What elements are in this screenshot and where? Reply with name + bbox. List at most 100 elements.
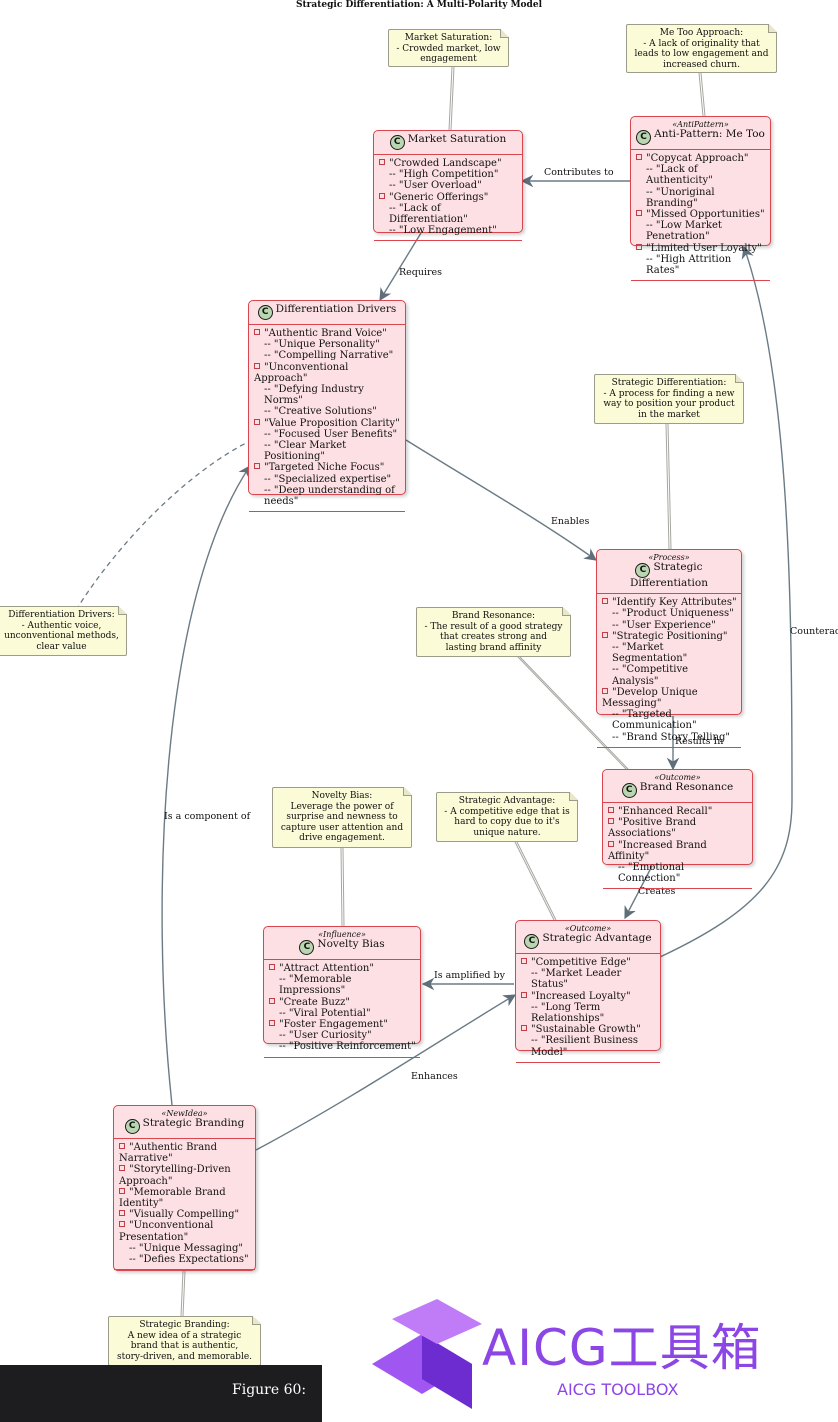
attribute-text: "Targeted Niche Focus" xyxy=(264,462,385,474)
class-name: Novelty Bias xyxy=(317,938,385,950)
class-attribute: "Authentic Brand Narrative" xyxy=(119,1142,251,1164)
attribute-bullet-icon xyxy=(608,840,614,847)
class-c-icon: C xyxy=(389,135,405,150)
attribute-text: "Positive Brand Associations" xyxy=(608,817,697,840)
attribute-text: "Unconventional Approach" xyxy=(254,361,349,384)
class-attribute: "Generic Offerings" xyxy=(379,192,518,203)
attribute-text: "Authentic Brand Voice" xyxy=(264,328,387,339)
aicg-logo-icon xyxy=(372,1299,482,1409)
class-footer xyxy=(603,888,752,894)
class-attribute: "Value Proposition Clarity" xyxy=(254,418,401,429)
class-attribute: -- "Defying Industry Norms" xyxy=(254,384,401,406)
class-attribute: -- "High Competition" xyxy=(379,169,518,180)
note-link-strategic-advantage xyxy=(514,841,557,921)
class-footer xyxy=(597,746,741,753)
attribute-text: "Increased Loyalty" xyxy=(531,990,631,1002)
class-name: Anti-Pattern: Me Too xyxy=(654,128,765,140)
class-body: "Enhanced Recall""Positive Brand Associa… xyxy=(603,803,752,888)
class-attribute: -- "Deep understanding of needs" xyxy=(254,485,401,507)
attribute-text: -- "Competitive Analysis" xyxy=(612,664,689,687)
class-stereotype: «Outcome» xyxy=(654,773,701,782)
attribute-text: -- "Resilient Business Model" xyxy=(531,1035,639,1058)
watermark-main-text: AICG工具箱 xyxy=(482,1319,762,1377)
class-attribute: "Unconventional Presentation" xyxy=(119,1220,251,1243)
attribute-text: "Limited User Loyalty" xyxy=(646,242,762,254)
attribute-bullet-icon xyxy=(119,1210,125,1217)
class-body: "Attract Attention"-- "Memorable Impress… xyxy=(264,960,420,1057)
attribute-bullet-icon xyxy=(636,210,642,217)
attribute-text: "Sustainable Growth" xyxy=(531,1024,641,1036)
class-attribute: -- "Unique Messaging" xyxy=(119,1243,251,1254)
class-footer xyxy=(516,1061,660,1068)
class-attribute: -- "Clear Market Positioning" xyxy=(254,440,401,462)
attribute-text: "Generic Offerings" xyxy=(389,191,489,203)
attribute-text: -- "Specialized expertise" xyxy=(264,473,392,485)
attribute-bullet-icon xyxy=(608,807,614,813)
edge-is-a-component-of xyxy=(161,464,251,1106)
watermark-logo: AICG工具箱 AICG TOOLBOX xyxy=(322,1284,838,1422)
attribute-bullet-icon xyxy=(608,818,614,825)
class-attribute: -- "Long Term Relationships" xyxy=(521,1002,656,1024)
attribute-text: "Storytelling-Driven Approach" xyxy=(119,1164,231,1187)
note-link-me-too xyxy=(698,72,706,117)
class-attribute: -- "Specialized expertise" xyxy=(254,474,401,485)
class-attribute: "Create Buzz" xyxy=(269,997,416,1008)
class-attribute: -- "User Overload" xyxy=(379,180,518,191)
class-name: Strategic Differentiation xyxy=(630,561,708,589)
attribute-text: -- "Market Leader Status" xyxy=(531,968,622,991)
attribute-text: "Unconventional Presentation" xyxy=(119,1220,214,1243)
class-attribute: -- "Creative Solutions" xyxy=(254,406,401,417)
class-footer xyxy=(631,280,770,286)
class-body: "Authentic Brand Voice"-- "Unique Person… xyxy=(249,325,405,511)
class-attribute: -- "Competitive Analysis" xyxy=(602,664,737,686)
attribute-bullet-icon xyxy=(602,631,608,638)
attribute-text: "Copycat Approach" xyxy=(646,153,749,164)
edge-enhances xyxy=(255,994,517,1151)
class-attribute: -- "Emotional Connection" xyxy=(608,862,748,884)
class-attribute: "Targeted Niche Focus" xyxy=(254,462,401,473)
attribute-bullet-icon xyxy=(636,243,642,250)
label-enables: Enables xyxy=(551,516,590,527)
attribute-text: "Strategic Positioning" xyxy=(612,630,728,642)
class-attribute: "Increased Brand Affinity" xyxy=(608,840,748,862)
class-attribute: "Limited User Loyalty" xyxy=(636,243,766,254)
attribute-text: -- "Product Uniqueness" xyxy=(612,608,734,620)
class-attribute: -- "Compelling Narrative" xyxy=(254,350,401,361)
attribute-text: "Missed Opportunities" xyxy=(646,209,765,221)
class-attribute: "Sustainable Growth" xyxy=(521,1024,656,1035)
attribute-bullet-icon xyxy=(119,1143,125,1149)
note-differentiation-drivers: Differentiation Drivers: - Authentic voi… xyxy=(0,606,127,656)
attribute-bullet-icon xyxy=(254,418,260,425)
label-is-amplified-by: Is amplified by xyxy=(434,970,505,981)
attribute-text: "Value Proposition Clarity" xyxy=(264,417,400,429)
attribute-text: -- "High Competition" xyxy=(389,169,499,181)
note-strategic-branding: Strategic Branding: A new idea of a stra… xyxy=(108,1316,261,1366)
edge-requires xyxy=(379,232,422,302)
class-attribute: -- "Viral Potential" xyxy=(269,1008,416,1019)
class-attribute: -- "Resilient Business Model" xyxy=(521,1035,656,1057)
attribute-bullet-icon xyxy=(254,329,260,335)
attribute-text: "Identify Key Attributes" xyxy=(612,597,737,609)
figure-caption: Figure 60: xyxy=(232,1382,307,1398)
note-strategic-advantage: Strategic Advantage: - A competitive edg… xyxy=(436,792,578,842)
class-footer xyxy=(249,511,405,517)
attribute-text: "Memorable Brand Identity" xyxy=(119,1186,226,1210)
attribute-text: -- "Brand Story Telling" xyxy=(612,731,730,743)
attribute-text: -- "User Overload" xyxy=(389,180,482,192)
attribute-text: "Crowded Landscape" xyxy=(389,158,502,169)
class-attribute: -- "Lack of Differentiation" xyxy=(379,203,518,225)
class-attribute: -- "Defies Expectations" xyxy=(119,1254,251,1265)
class-name: Strategic Advantage xyxy=(542,932,652,944)
attribute-text: -- "Clear Market Positioning" xyxy=(264,440,347,463)
class-attribute: "Crowded Landscape" xyxy=(379,158,518,169)
class-attribute: -- "Product Uniqueness" xyxy=(602,608,737,619)
attribute-text: "Increased Brand Affinity" xyxy=(608,839,707,862)
